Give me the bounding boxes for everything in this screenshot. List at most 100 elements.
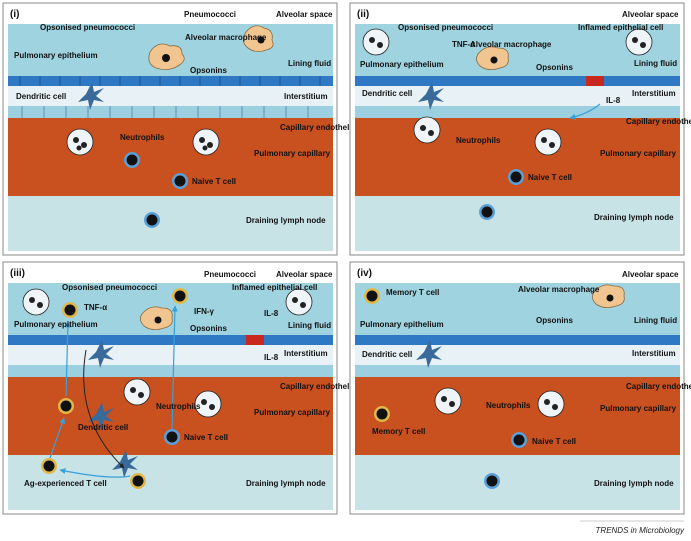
t-cell-icon <box>172 173 188 189</box>
inflamed-cell-icon <box>246 335 264 345</box>
label-il8: IL-8 <box>264 309 279 318</box>
macrophage-icon <box>592 284 625 308</box>
label-alveolar-macrophage: Alveolar macrophage <box>185 33 267 42</box>
neutrophil-icon <box>66 128 94 156</box>
label-pulmonary-epithelium: Pulmonary epithelium <box>360 60 444 69</box>
t-cell-icon <box>484 473 500 489</box>
label-il8: IL-8 <box>606 96 621 105</box>
t-cell-icon <box>58 398 74 414</box>
macrophage-icon <box>243 25 274 52</box>
capillary-endothelium-layer <box>355 106 680 118</box>
label-pulmonary-capillary: Pulmonary capillary <box>254 149 331 158</box>
dendritic-cell-icon <box>416 340 442 368</box>
label-opsonised-pneumococci: Opsonised pneumococci <box>40 23 135 32</box>
neutrophil-icon <box>625 28 653 56</box>
capillary-endothelium-layer <box>8 365 333 377</box>
label-ifn-gamma: IFN-γ <box>194 307 215 316</box>
label-naive-t-cell: Naive T cell <box>192 177 236 186</box>
label-opsonised-pneumococci: Opsonised pneumococci <box>62 283 157 292</box>
label-inflamed-epithelial-cell: Inflamed epithelial cell <box>578 23 663 32</box>
pulmonary-epithelium-layer <box>355 76 680 86</box>
label-interstitium: Interstitium <box>632 349 676 358</box>
t-cell-icon <box>130 473 146 489</box>
label-lining-fluid: Lining fluid <box>288 321 331 330</box>
label-il8: IL-8 <box>264 353 279 362</box>
t-cell-icon <box>479 204 495 220</box>
label-pulmonary-epithelium: Pulmonary epithelium <box>360 320 444 329</box>
macrophage-icon <box>476 46 509 70</box>
capillary-endothelium-layer <box>8 106 333 118</box>
label-pneumococci: Pneumococci <box>184 10 236 19</box>
t-cell-icon <box>374 406 390 422</box>
label-naive-t-cell: Naive T cell <box>532 437 576 446</box>
label-capillary-endothelium: Capillary endothelium <box>280 382 364 391</box>
label-inflamed-epithelial-cell: Inflamed epithelial cell <box>232 283 317 292</box>
pulmonary-epithelium-layer <box>8 76 333 86</box>
inflamed-cell-icon <box>586 76 604 86</box>
label-opsonins: Opsonins <box>536 316 573 325</box>
t-cell-icon <box>508 169 524 185</box>
label-pneumococci: Pneumococci <box>204 270 256 279</box>
label-tnf-alpha: TNF-α <box>452 40 475 49</box>
label-lining-fluid: Lining fluid <box>634 59 677 68</box>
label-alveolar-space: Alveolar space <box>276 270 333 279</box>
lymph-node-region <box>355 455 680 510</box>
neutrophil-icon <box>434 387 462 415</box>
label-neutrophils: Neutrophils <box>156 402 201 411</box>
label-capillary-endothelium: Capillary endothelium <box>626 382 691 391</box>
label-capillary-endothelium: Capillary endothelium <box>626 117 691 126</box>
panel-label: (ii) <box>357 9 369 20</box>
dendritic-cell-icon <box>88 340 114 368</box>
dendritic-cell-icon <box>418 82 444 110</box>
journal-credit: TRENDS in Microbiology <box>596 526 685 535</box>
label-draining-lymph-node: Draining lymph node <box>246 479 326 488</box>
dendritic-cell-icon <box>88 402 114 430</box>
capillary-endothelium-layer <box>355 365 680 377</box>
lymph-node-region <box>355 196 680 251</box>
pulmonary-epithelium-layer <box>355 335 680 345</box>
label-alveolar-space: Alveolar space <box>622 270 679 279</box>
label-dendritic-cell: Dendritic cell <box>362 350 412 359</box>
macrophage-icon <box>148 43 185 70</box>
label-tnf-alpha: TNF-α <box>84 303 107 312</box>
macrophage-icon <box>140 306 173 330</box>
label-lining-fluid: Lining fluid <box>634 316 677 325</box>
label-alveolar-space: Alveolar space <box>622 10 679 19</box>
label-interstitium: Interstitium <box>632 89 676 98</box>
t-cell-icon <box>124 152 140 168</box>
label-memory-t-cell: Memory T cell <box>386 288 439 297</box>
label-pulmonary-capillary: Pulmonary capillary <box>600 149 677 158</box>
label-neutrophils: Neutrophils <box>456 136 501 145</box>
pulmonary-epithelium-layer <box>8 335 333 345</box>
dendritic-cell-icon <box>78 82 104 110</box>
label-pulmonary-epithelium: Pulmonary epithelium <box>14 51 98 60</box>
panel-i: (i) Pneumococci Opsonised pneumococci Al… <box>2 2 364 256</box>
lymph-node-region <box>8 455 333 510</box>
t-cell-icon <box>62 302 78 318</box>
label-pulmonary-epithelium: Pulmonary epithelium <box>14 320 98 329</box>
panel-label: (i) <box>10 9 19 20</box>
label-dendritic-cell: Dendritic cell <box>362 89 412 98</box>
label-dendritic-cell: Dendritic cell <box>78 423 128 432</box>
label-neutrophils: Neutrophils <box>486 401 531 410</box>
t-cell-icon <box>41 458 57 474</box>
label-ag-experienced-t-cell: Ag-experienced T cell <box>24 479 107 488</box>
label-interstitium: Interstitium <box>284 349 328 358</box>
label-naive-t-cell: Naive T cell <box>184 433 228 442</box>
t-cell-icon <box>172 288 188 304</box>
label-interstitium: Interstitium <box>284 92 328 101</box>
neutrophil-icon <box>22 288 50 316</box>
label-opsonins: Opsonins <box>536 63 573 72</box>
neutrophil-icon <box>537 390 565 418</box>
panel-label: (iii) <box>10 268 25 279</box>
panel-label: (iv) <box>357 268 372 279</box>
label-draining-lymph-node: Draining lymph node <box>246 216 326 225</box>
neutrophil-icon <box>413 116 441 144</box>
dendritic-cell-icon <box>112 450 138 478</box>
label-naive-t-cell: Naive T cell <box>528 173 572 182</box>
t-cell-icon <box>511 432 527 448</box>
t-cell-icon <box>164 429 180 445</box>
label-lining-fluid: Lining fluid <box>288 59 331 68</box>
label-pulmonary-capillary: Pulmonary capillary <box>600 404 677 413</box>
neutrophil-icon <box>534 128 562 156</box>
